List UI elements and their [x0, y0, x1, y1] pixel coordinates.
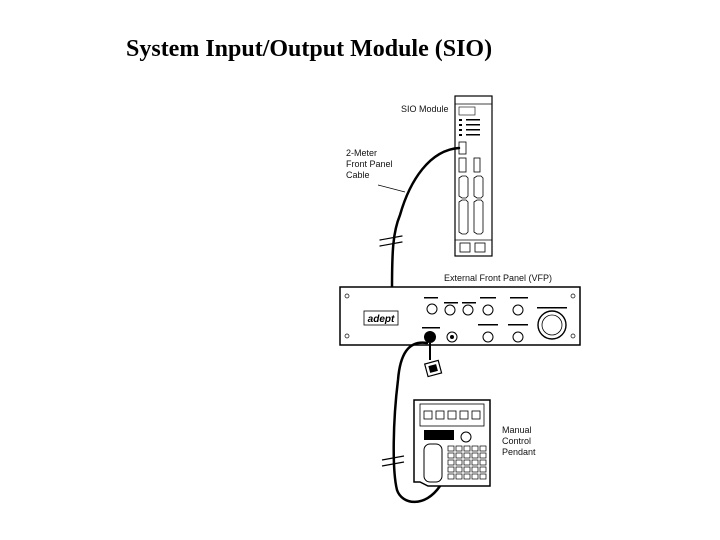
sio-module [454, 95, 493, 257]
vfp-label: External Front Panel (VFP) [444, 273, 553, 283]
pendant-label-line2: Control [502, 436, 532, 446]
cable-label-line3: Cable [346, 170, 370, 180]
manual-control-pendant [413, 399, 491, 487]
external-front-panel [339, 286, 581, 346]
pendant-label-line1: Manual [502, 425, 532, 435]
cable-label-line1: 2-Meter [346, 148, 378, 158]
slide-title: System Input/Output Module (SIO) [126, 36, 493, 62]
pendant-cable [381, 341, 443, 503]
sio-module-label: SIO Module [401, 104, 449, 114]
cable-leader-line [377, 184, 406, 193]
front-panel-cable [379, 146, 461, 292]
adept-logo: adept [368, 314, 395, 325]
pendant-label-line3: Pendant [502, 447, 536, 457]
cable-label-line2: Front Panel [346, 159, 393, 169]
